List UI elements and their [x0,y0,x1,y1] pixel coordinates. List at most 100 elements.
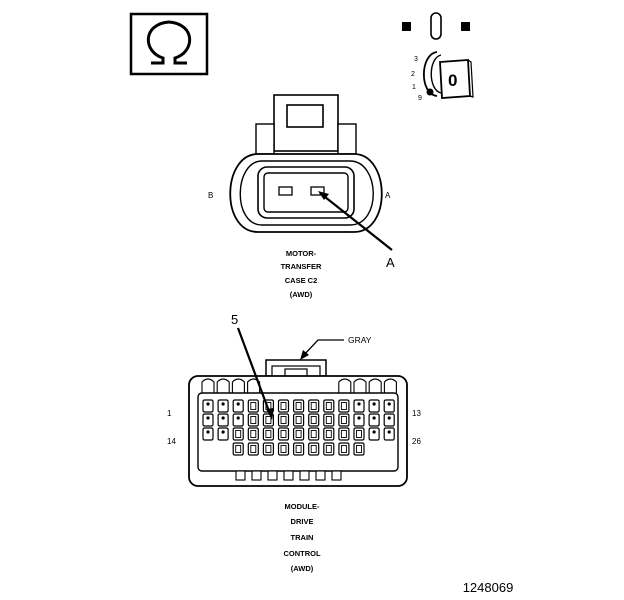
foot [299,470,310,481]
terminal [310,402,317,410]
side-b-label: B [208,191,213,200]
ignition-key-icon: 3 2 1 9 0 [402,12,474,102]
rib [201,378,215,393]
terminal [340,430,347,438]
connector-name-line-4: (AWD) [290,290,313,299]
ohm-icon [146,20,192,65]
connector-name-line-3: CASE C2 [285,276,318,285]
connector-name-line-2: TRANSFER [281,262,322,271]
position-9: 9 [418,95,422,102]
pin-26-label: 26 [412,437,421,446]
module-name-line-4: CONTROL [283,549,320,558]
locator [372,416,376,420]
cavity [202,413,214,427]
terminal [356,430,362,438]
rib [247,378,261,393]
terminal [250,430,257,438]
locator [206,416,210,420]
cavity [217,427,229,441]
cavity [353,413,365,427]
terminal [280,402,287,410]
cavity [202,427,214,441]
transfer-case-connector: B A A MOTOR- TRANSFER CASE C2 (AWD) [208,94,395,299]
cavity [217,399,229,413]
foot [331,470,342,481]
rib [368,378,382,393]
locator [206,430,210,434]
position-3: 3 [414,56,418,63]
rib [216,378,230,393]
locator [387,402,391,406]
terminal [265,416,272,424]
locator [372,402,376,406]
foot [267,470,278,481]
foot [283,470,294,481]
terminal [250,445,257,453]
rib [383,378,397,393]
cavity [383,399,395,413]
module-name-line-1: MODULE- [285,502,320,511]
cavity [353,399,365,413]
connector-cavities [202,399,395,456]
connector-ribs [201,378,397,393]
cavity [368,427,380,441]
foot [251,470,262,481]
terminal [235,430,242,438]
module-name-line-5: (AWD) [291,564,314,573]
terminal [325,402,332,410]
terminal [265,430,272,438]
terminal [310,445,317,453]
terminal [325,430,332,438]
callout-5: 5 [231,312,238,327]
terminal [310,430,317,438]
position-2: 2 [411,71,415,78]
locator [221,416,225,420]
side-a-label: A [385,191,391,200]
terminal [280,430,287,438]
terminal [340,416,347,424]
cavity [368,413,380,427]
cavity [232,399,244,413]
module-name-line-3: TRAIN [291,533,314,542]
module-name-line-2: DRIVE [291,517,314,526]
locator [236,402,240,406]
terminal [295,430,302,438]
connector-feet [235,470,342,481]
terminal [280,416,287,424]
locator [372,430,376,434]
locator [206,402,210,406]
position-1: 1 [412,84,416,91]
locator [236,416,240,420]
cavity [383,427,395,441]
terminal [325,445,332,453]
terminal [295,402,302,410]
terminal [356,445,362,453]
locator [387,416,391,420]
terminal [295,416,302,424]
pin-1-label: 1 [167,409,172,418]
cavity [217,413,229,427]
cavity [383,413,395,427]
terminal [340,445,347,453]
locator [221,430,225,434]
locator [357,402,361,406]
terminal [250,402,257,410]
terminal [235,445,242,453]
figure-number: 1248069 [463,580,514,595]
connector-name-line-1: MOTOR- [286,249,317,258]
rib [231,378,245,393]
pin-14-label: 14 [167,437,176,446]
cavity [368,399,380,413]
rib [338,378,352,393]
terminal [250,416,257,424]
cavity [202,399,214,413]
callout-a: A [386,255,395,270]
terminal [340,402,347,410]
key-position-label: 0 [448,71,457,90]
terminal [310,416,317,424]
foot [315,470,326,481]
terminal [325,416,332,424]
rib [353,378,367,393]
locator [221,402,225,406]
